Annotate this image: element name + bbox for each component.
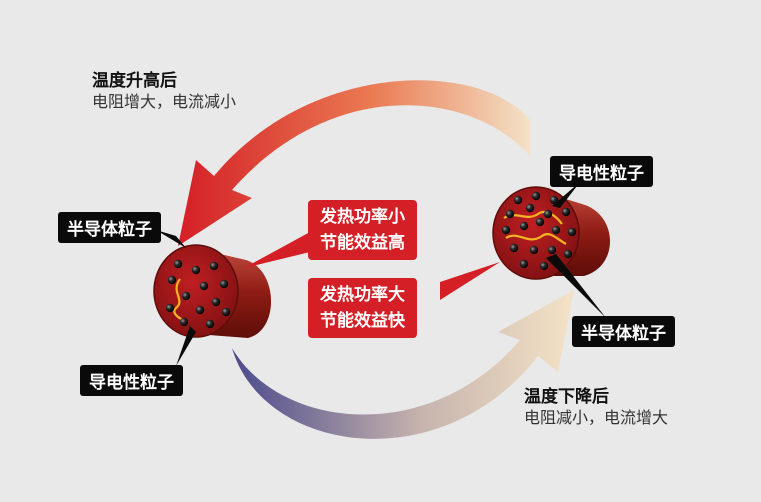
right-cable-particle	[501, 225, 511, 235]
bottom-caption-subtitle: 电阻减小，电流增大	[524, 408, 669, 427]
left-cable-particle	[219, 279, 229, 289]
pointer-left-conductive	[176, 326, 196, 366]
right-cable-particle	[547, 245, 557, 255]
left-cable-particle	[195, 305, 205, 315]
left-cable-particle	[211, 297, 221, 307]
callout-bottom-line1: 发热功率大	[320, 285, 405, 305]
left-cable-particle	[199, 281, 209, 291]
callout-top-line1: 发热功率小	[320, 207, 405, 227]
right-cable-particle	[549, 195, 559, 205]
right-cable-particle	[519, 259, 529, 269]
right-cable-particle	[529, 245, 539, 255]
left-cable-face	[153, 244, 239, 338]
left-cable-particle	[181, 291, 191, 301]
right-cable-particle	[513, 195, 523, 205]
right-cable-particle	[551, 225, 561, 235]
right-cable-particle	[539, 261, 549, 271]
right-cable-particle	[561, 207, 571, 217]
left-cable-particle	[167, 275, 177, 285]
pointer-left-semiconductor	[156, 230, 186, 248]
callout-bottom: 发热功率大 节能效益快	[308, 278, 417, 338]
right-cable-particle	[563, 249, 573, 259]
callout-top-line2: 节能效益高	[320, 233, 405, 253]
callout-bottom-line2: 节能效益快	[320, 311, 405, 331]
label-right-semiconductor: 半导体粒子	[572, 316, 675, 347]
right-cable-particle	[535, 217, 545, 227]
right-cable-conduction-path-2	[505, 233, 567, 245]
pointer-right-semiconductor	[546, 254, 606, 318]
callout-top: 发热功率小 节能效益高	[308, 200, 417, 260]
top-caption-title: 温度升高后	[92, 71, 177, 91]
left-cable	[153, 244, 272, 338]
arrow-cooling	[232, 290, 574, 439]
left-cable-particle	[209, 261, 219, 271]
right-cable-particle	[519, 221, 529, 231]
left-cable-particle	[173, 259, 183, 269]
left-cable-particle	[205, 319, 215, 329]
right-cable-conduction-path-1	[503, 210, 563, 225]
left-cable-particle	[221, 307, 231, 317]
top-caption-subtitle: 电阻增大，电流减小	[92, 92, 237, 111]
right-cable-particle	[543, 209, 553, 219]
pointer-right-conductive	[552, 182, 580, 208]
right-cable-particle	[509, 243, 519, 253]
bottom-caption-title: 温度下降后	[524, 387, 609, 407]
right-cable	[492, 186, 611, 280]
label-left-semiconductor: 半导体粒子	[58, 212, 161, 243]
pointer-callout-top	[244, 232, 310, 268]
label-left-conductive: 导电性粒子	[80, 365, 183, 396]
right-cable-particle	[531, 191, 541, 201]
right-cable-particle	[525, 203, 535, 213]
label-right-conductive: 导电性粒子	[550, 156, 653, 187]
right-cable-particle	[567, 227, 577, 237]
arrow-heating	[178, 80, 530, 246]
left-cable-particle	[191, 265, 201, 275]
right-cable-particle	[505, 209, 515, 219]
pointer-callout-bottom	[440, 262, 500, 300]
left-cable-particle	[179, 317, 189, 327]
left-cable-particle	[165, 303, 175, 313]
